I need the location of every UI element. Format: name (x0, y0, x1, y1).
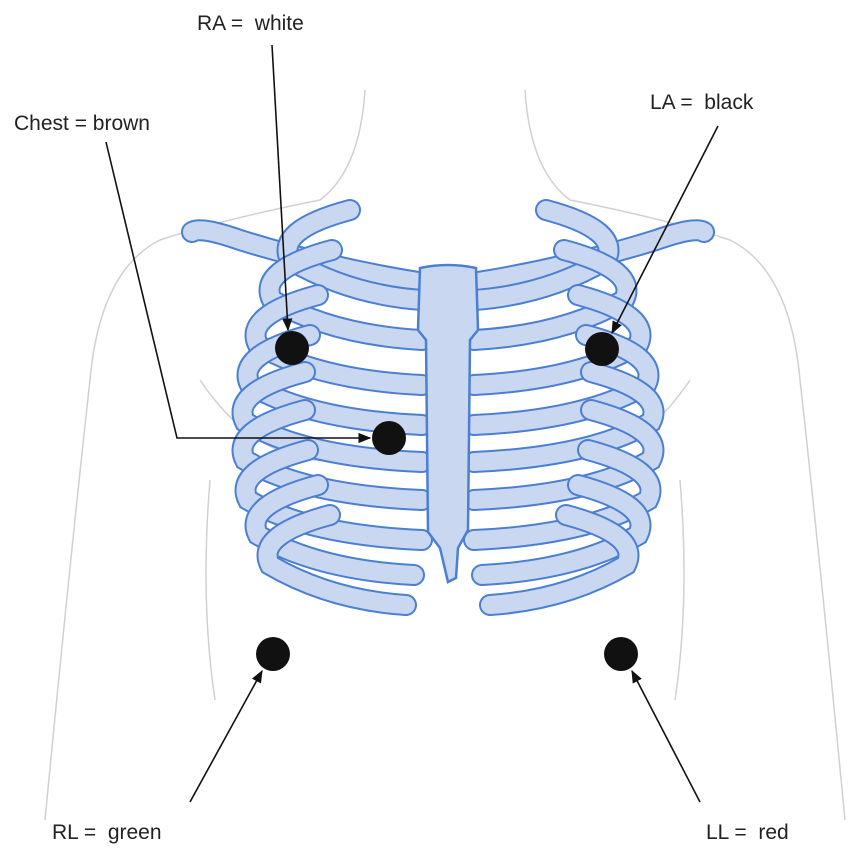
ra-arrow (271, 44, 293, 332)
electrode-ra (275, 331, 309, 365)
rib-cage-right (192, 210, 422, 605)
label-rl: RL = green (52, 821, 162, 844)
electrode-rl (256, 637, 290, 671)
electrode-la (585, 332, 619, 366)
rl-arrow (189, 669, 263, 803)
label-la: LA = black (650, 91, 754, 114)
electrode-ll (604, 637, 638, 671)
rib-cage (192, 210, 704, 605)
electrode-chest (372, 421, 406, 455)
chest-arrow (105, 141, 372, 444)
label-chest: Chest = brown (14, 112, 150, 135)
label-ra: RA = white (197, 12, 304, 35)
sternum (416, 263, 480, 584)
la-arrow (611, 125, 719, 335)
label-ll: LL = red (706, 821, 789, 844)
ll-arrow (631, 669, 701, 803)
